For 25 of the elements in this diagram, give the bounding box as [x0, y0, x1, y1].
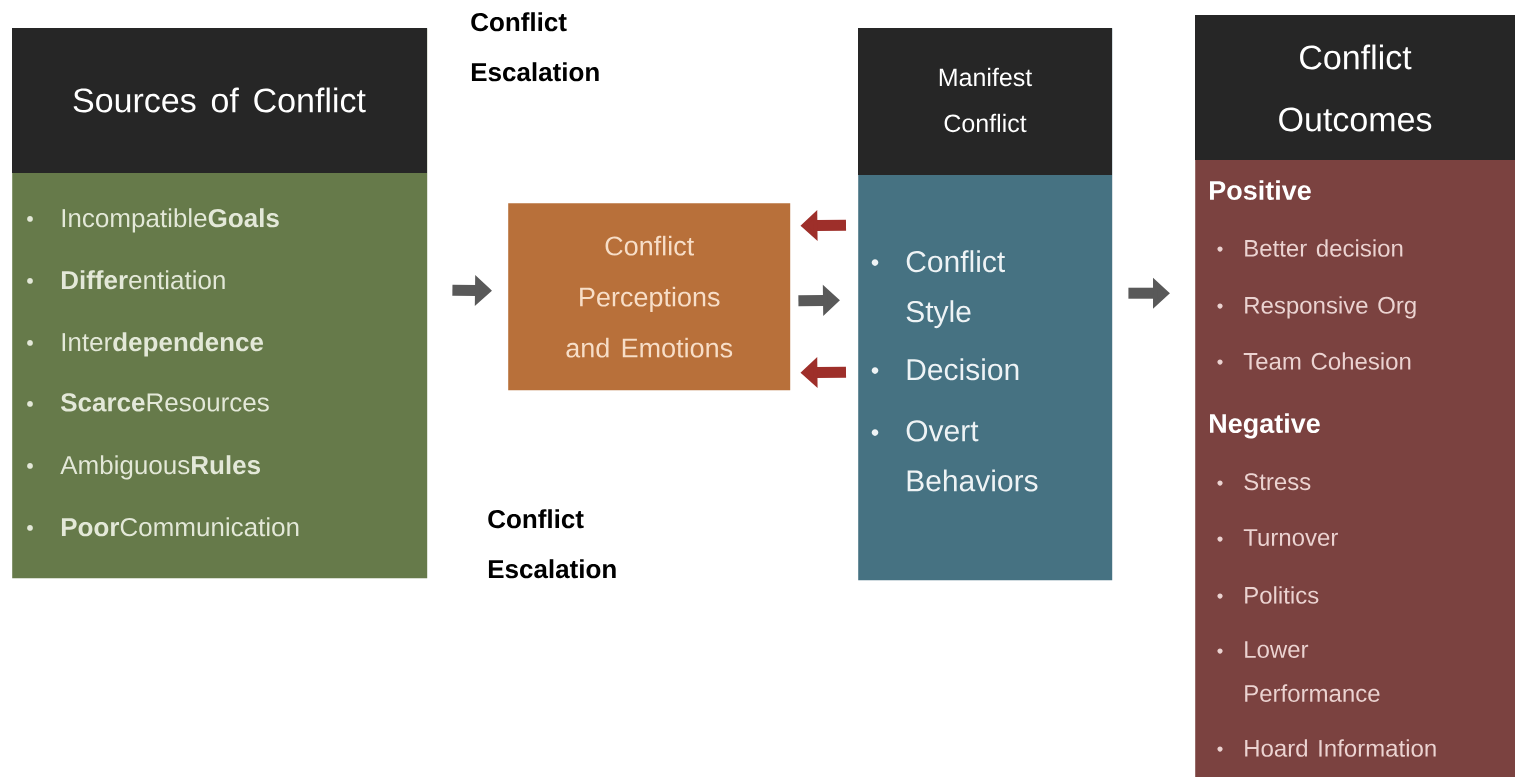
label-text: Conflict Escalation — [488, 509, 616, 579]
panel-heading: Manifest Conflict — [939, 67, 1033, 133]
section-heading: Negative — [1210, 413, 1320, 439]
bullet-item: Better decision — [1217, 239, 1403, 257]
bullet-item: Responsive Org — [1217, 296, 1416, 319]
bullet-item: Overt Behaviors — [871, 420, 1038, 492]
bullet-item: PoorCommunication — [27, 517, 299, 537]
label-text: Conflict Escalation — [471, 12, 599, 82]
bullet-item: Team Cohesion — [1217, 352, 1411, 370]
bullet-item: Stress — [1217, 473, 1311, 491]
process-box: Conflict Perceptions and Emotions — [508, 203, 791, 391]
panel-heading: Sources of Conflict — [73, 87, 366, 113]
bullet-item: ScarceResources — [27, 393, 269, 412]
bullet-item: Politics — [1217, 586, 1319, 604]
bullet-item: IncompatibleGoals — [27, 208, 279, 233]
bullet-item: Interdependence — [27, 332, 264, 357]
bullet-item: AmbiguousRules — [27, 455, 260, 480]
bullet-item: Decision — [871, 358, 1019, 381]
panel-heading: Conflict Outcomes — [1279, 44, 1432, 132]
section-heading: Positive — [1210, 180, 1311, 201]
bullet-item: Differentiation — [27, 270, 225, 290]
bullet-item: Turnover — [1217, 529, 1338, 546]
bullet-item: Lower Performance — [1217, 641, 1380, 702]
bullet-item: Conflict Style — [871, 250, 1005, 329]
bullet-item: Hoard Information — [1217, 739, 1436, 757]
